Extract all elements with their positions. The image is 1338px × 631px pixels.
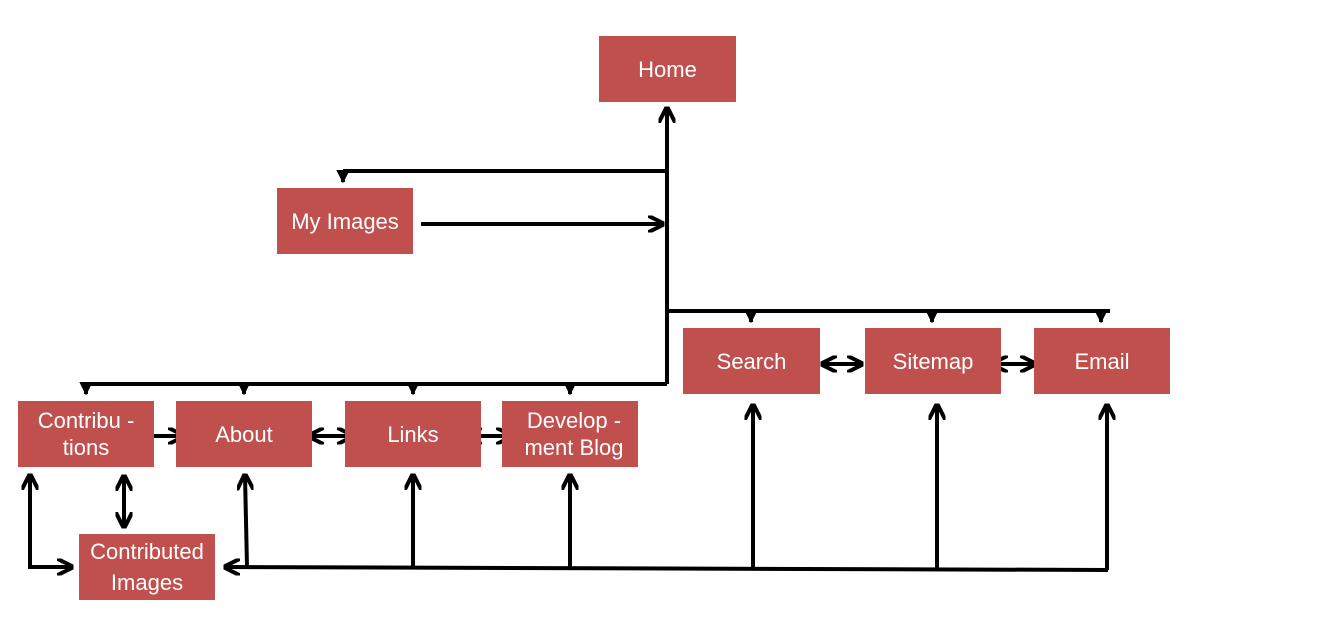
node-contributed-images[interactable]: Contributed Images	[79, 534, 215, 600]
about-return-arrow	[245, 475, 247, 568]
node-about[interactable]: About	[176, 401, 312, 467]
node-development-blog[interactable]: Develop - ment Blog	[502, 401, 638, 467]
node-my-images[interactable]: My Images	[277, 188, 413, 254]
node-links[interactable]: Links	[345, 401, 481, 467]
node-home[interactable]: Home	[599, 36, 736, 102]
node-email[interactable]: Email	[1034, 328, 1170, 394]
contributions-side-elbow-arrow	[30, 475, 72, 567]
node-contributions[interactable]: Contribu - tions	[18, 401, 154, 467]
bottom-return-bus	[225, 567, 1109, 570]
node-search[interactable]: Search	[683, 328, 820, 394]
node-sitemap[interactable]: Sitemap	[865, 328, 1001, 394]
